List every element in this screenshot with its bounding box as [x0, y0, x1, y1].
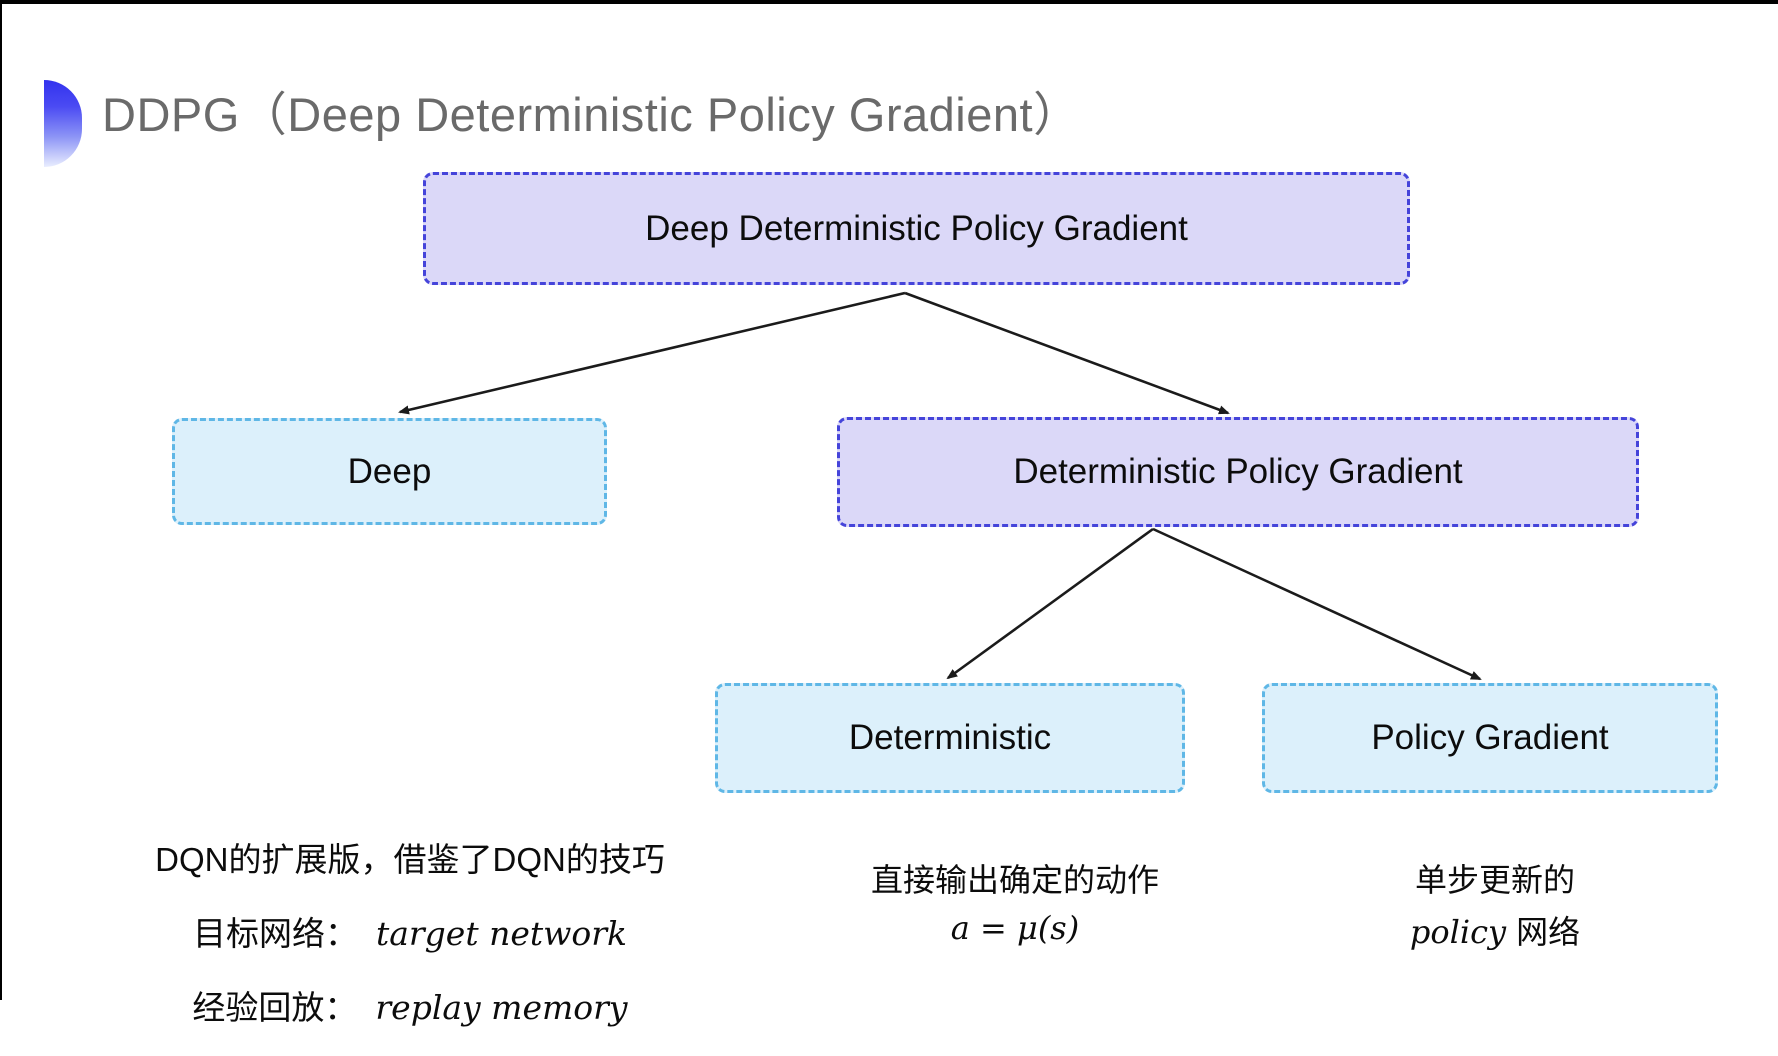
page-title: DDPG（Deep Deterministic Policy Gradient） — [102, 88, 1081, 141]
node-deterministic: Deterministic — [715, 683, 1185, 793]
target-network-term-en: target network — [375, 914, 628, 953]
note-policy-line: 单步更新的 — [1414, 862, 1575, 898]
note-dqn-summary: DQN的扩展版，借鉴了DQN的技巧 — [155, 841, 665, 878]
note-deterministic-action: 直接输出确定的动作 a = μ(s) — [825, 855, 1205, 955]
note-dqn-extension: DQN的扩展版，借鉴了DQN的技巧 目标网络： target network 经验… — [130, 833, 690, 1055]
arrow-dpg-to-policy-gradient — [1152, 527, 1482, 681]
arrow-dpg-to-deterministic — [946, 527, 1154, 680]
formula-a-equals-mu-s: a = μ(s) — [950, 909, 1080, 947]
node-deep-label: Deep — [347, 451, 432, 491]
note-target-network: 目标网络： target network — [130, 907, 690, 955]
replay-memory-term-en: replay memory — [375, 988, 628, 1027]
node-deterministic-policy-gradient: Deterministic Policy Gradient — [837, 417, 1639, 527]
node-dpg-label: Deterministic Policy Gradient — [1013, 452, 1463, 491]
note-deterministic-line: 直接输出确定的动作 — [870, 862, 1159, 898]
arrow-root-to-deep — [398, 291, 906, 415]
network-label-zh: 网络 — [1516, 914, 1581, 950]
node-deterministic-label: Deterministic — [848, 718, 1052, 757]
node-root-label: Deep Deterministic Policy Gradient — [645, 208, 1188, 248]
node-deep: Deep — [172, 418, 607, 525]
note-replay-memory: 经验回放： replay memory — [130, 981, 690, 1029]
frame-edge-top — [0, 0, 1778, 4]
node-policy-gradient: Policy Gradient — [1262, 683, 1718, 793]
frame-edge-left — [0, 0, 2, 1000]
policy-term-en: policy — [1409, 913, 1507, 951]
arrow-root-to-dpg — [904, 291, 1230, 415]
replay-memory-label-zh: 经验回放： — [192, 989, 358, 1026]
node-deep-deterministic-policy-gradient: Deep Deterministic Policy Gradient — [423, 172, 1410, 285]
node-policy-gradient-label: Policy Gradient — [1371, 718, 1609, 757]
target-network-label-zh: 目标网络： — [192, 915, 358, 952]
